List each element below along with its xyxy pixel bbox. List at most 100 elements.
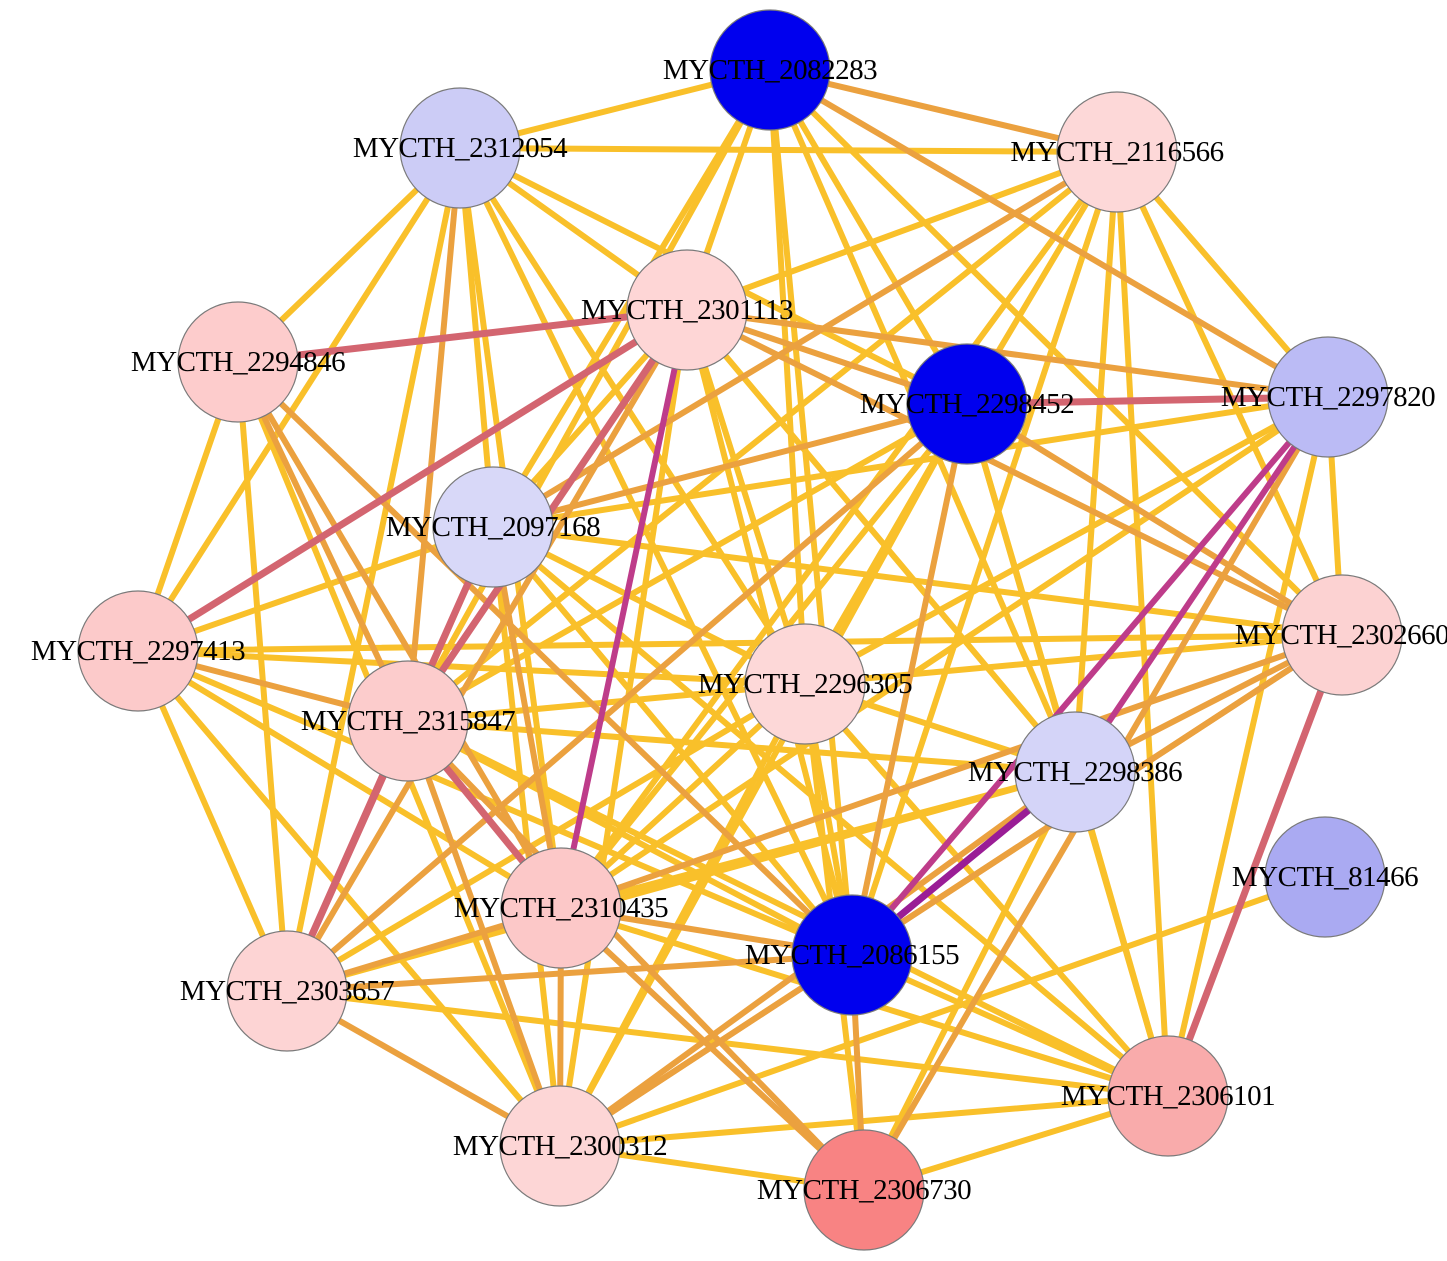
node-label: MYCTH_2298386: [968, 756, 1182, 788]
edge-MYCTH_2302660-MYCTH_2306101: [1164, 631, 1346, 1100]
node-circle: [1281, 574, 1403, 696]
edge-MYCTH_2116566-MYCTH_2301113: [684, 149, 1120, 313]
node-MYCTH_2300312: MYCTH_2300312: [453, 1085, 668, 1207]
node-circle: [1264, 816, 1386, 938]
edge-MYCTH_2116566-MYCTH_2310435: [558, 149, 1120, 911]
node-MYCTH_2097168: MYCTH_2097168: [386, 466, 601, 588]
node-label: MYCTH_2303657: [180, 975, 394, 1007]
edge-MYCTH_2312054-MYCTH_2086155: [457, 145, 855, 958]
node-label: MYCTH_2306730: [757, 1174, 971, 1206]
node-MYCTH_2116566: MYCTH_2116566: [1010, 91, 1224, 213]
edge-MYCTH_2301113-MYCTH_2297413: [134, 306, 691, 655]
node-MYCTH_2312054: MYCTH_2312054: [353, 87, 569, 209]
node-MYCTH_2297413: MYCTH_2297413: [31, 590, 246, 712]
node-MYCTH_2303657: MYCTH_2303657: [180, 930, 395, 1052]
edge-MYCTH_2116566-MYCTH_2302660: [1114, 149, 1345, 638]
edge-MYCTH_2298452-MYCTH_2097168: [490, 401, 970, 530]
node-MYCTH_2310435: MYCTH_2310435: [454, 847, 669, 969]
edge-MYCTH_2097168-MYCTH_2300312: [490, 524, 563, 1149]
node-circle: [626, 249, 748, 371]
node-label: MYCTH_2116566: [1010, 136, 1223, 168]
edge-MYCTH_2298452-MYCTH_2086155: [849, 401, 970, 958]
edge-MYCTH_2296305-MYCTH_2306101: [802, 681, 1171, 1099]
edge-MYCTH_2294846-MYCTH_2303657: [235, 359, 290, 994]
node-MYCTH_2315847: MYCTH_2315847: [301, 660, 516, 782]
edge-MYCTH_2301113-MYCTH_2297820: [684, 307, 1331, 400]
node-circle: [709, 9, 831, 131]
edge-MYCTH_2297413-MYCTH_2086155: [135, 648, 855, 958]
edge-MYCTH_2294846-MYCTH_2315847: [235, 359, 411, 724]
edge-MYCTH_2297413-MYCTH_2300312: [135, 648, 563, 1149]
node-MYCTH_81466: MYCTH_81466: [1232, 816, 1419, 938]
edge-MYCTH_2312054-MYCTH_2297413: [135, 145, 463, 654]
node-label: MYCTH_2310435: [454, 892, 668, 924]
node-label: MYCTH_2302660: [1235, 619, 1447, 651]
edge-MYCTH_2297413-MYCTH_2296305: [135, 648, 808, 687]
edge-MYCTH_2297820-MYCTH_2306101: [1165, 394, 1331, 1099]
node-MYCTH_2296305: MYCTH_2296305: [698, 623, 913, 745]
node-label: MYCTH_2312054: [353, 132, 568, 164]
node-label: MYCTH_2297820: [1221, 381, 1435, 413]
edge-MYCTH_2082283-MYCTH_2086155: [767, 67, 855, 958]
node-circle: [1267, 336, 1389, 458]
edge-MYCTH_2315847-MYCTH_2298386: [405, 718, 1078, 775]
node-circle: [744, 623, 866, 745]
edge-MYCTH_2297820-MYCTH_2296305: [802, 394, 1331, 687]
edge-MYCTH_2315847-MYCTH_2306730: [405, 718, 867, 1193]
node-label: MYCTH_2297413: [31, 635, 245, 667]
node-circle: [791, 894, 913, 1016]
edge-MYCTH_2301113-MYCTH_2303657: [284, 307, 690, 994]
node-MYCTH_2082283: MYCTH_2082283: [663, 9, 878, 131]
node-circle: [77, 590, 199, 712]
edge-MYCTH_81466-MYCTH_2300312: [557, 874, 1328, 1149]
node-circle: [499, 1085, 621, 1207]
edge-MYCTH_2086155-MYCTH_2303657: [284, 952, 855, 994]
edge-MYCTH_2302660-MYCTH_2310435: [558, 632, 1345, 911]
edge-MYCTH_2301113-MYCTH_2294846: [234, 306, 691, 366]
node-label: MYCTH_2306101: [1061, 1080, 1275, 1112]
edge-MYCTH_2294846-MYCTH_2310435: [235, 359, 564, 911]
node-MYCTH_2302660: MYCTH_2302660: [1235, 574, 1447, 696]
node-MYCTH_2297820: MYCTH_2297820: [1221, 336, 1436, 458]
edge-MYCTH_2312054-MYCTH_2315847: [405, 145, 463, 724]
node-circle: [347, 660, 469, 782]
edge-MYCTH_2301113-MYCTH_2310435: [558, 307, 690, 911]
edge-MYCTH_2082283-MYCTH_2315847: [405, 67, 773, 724]
node-circle: [500, 847, 622, 969]
edge-MYCTH_2312054-MYCTH_2116566: [457, 145, 1120, 155]
edge-MYCTH_2298452-MYCTH_2303657: [284, 401, 970, 994]
node-circle: [226, 930, 348, 1052]
node-circle: [399, 87, 521, 209]
node-label: MYCTH_2301113: [581, 294, 793, 326]
edge-MYCTH_2306101-MYCTH_2300312: [557, 1093, 1171, 1149]
edge-MYCTH_2301113-MYCTH_2302660: [684, 307, 1345, 638]
node-circle: [1056, 91, 1178, 213]
edge-MYCTH_2297413-MYCTH_2303657: [135, 648, 290, 994]
edge-MYCTH_2297820-MYCTH_2310435: [558, 394, 1331, 911]
edge-MYCTH_2301113-MYCTH_2296305: [684, 307, 808, 687]
edge-MYCTH_2301113-MYCTH_2298386: [684, 307, 1078, 775]
edge-MYCTH_2297820-MYCTH_2097168: [490, 394, 1331, 530]
edge-MYCTH_2297413-MYCTH_2302660: [135, 632, 1345, 654]
edge-MYCTH_2097168-MYCTH_2310435: [490, 524, 564, 911]
node-label: MYCTH_2300312: [453, 1130, 667, 1162]
edge-MYCTH_2294846-MYCTH_2086155: [235, 359, 855, 958]
edge-MYCTH_2082283-MYCTH_2298452: [767, 67, 970, 407]
node-label: MYCTH_2086155: [745, 939, 959, 971]
edge-MYCTH_2116566-MYCTH_2306101: [1114, 149, 1171, 1099]
node-label: MYCTH_2315847: [301, 705, 515, 737]
edge-MYCTH_2301113-MYCTH_2300312: [557, 307, 690, 1149]
edge-MYCTH_2296305-MYCTH_2300312: [557, 681, 808, 1149]
node-label: MYCTH_2296305: [698, 668, 912, 700]
edge-MYCTH_2298452-MYCTH_2302660: [964, 401, 1345, 638]
node-label: MYCTH_2097168: [386, 511, 600, 543]
node-circle: [906, 343, 1028, 465]
node-MYCTH_2298386: MYCTH_2298386: [968, 711, 1183, 833]
edge-MYCTH_2116566-MYCTH_2298386: [1072, 149, 1120, 775]
edge-MYCTH_2116566-MYCTH_2315847: [405, 149, 1120, 724]
edge-MYCTH_2302660-MYCTH_2296305: [802, 632, 1345, 687]
node-MYCTH_2301113: MYCTH_2301113: [581, 249, 794, 371]
node-label: MYCTH_2082283: [663, 54, 877, 86]
